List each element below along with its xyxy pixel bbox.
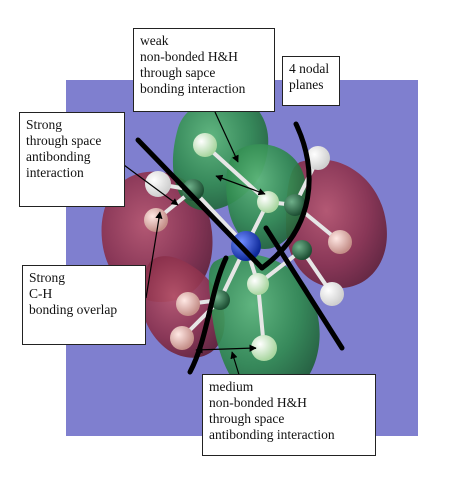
callout-weak-bonding: weak non-bonded H&H through sapce bondin… — [133, 28, 275, 112]
callout-nodal-planes: 4 nodal planes — [282, 56, 340, 106]
callout-medium-antibonding: medium non-bonded H&H through space anti… — [202, 374, 376, 456]
callout-antibonding-line-1: Strong — [26, 117, 63, 132]
atoms — [144, 133, 352, 361]
callout-strong-antibonding: Strong through space antibonding interac… — [19, 112, 125, 207]
nodal-plane-curve-2 — [187, 255, 229, 375]
nodal-plane-line-1 — [135, 137, 265, 271]
callout-medium-line-1: medium — [209, 379, 254, 394]
callout-antibonding-line-4: interaction — [26, 165, 84, 180]
callout-ch-line-2: C-H — [29, 286, 53, 301]
callout-medium-line-2: non-bonded H&H — [209, 395, 307, 410]
nodal-plane-line-2 — [263, 225, 345, 351]
callout-strong-ch: Strong C-H bonding overlap — [22, 265, 146, 345]
callout-medium-line-3: through space — [209, 411, 285, 426]
callout-ch-line-3: bonding overlap — [29, 302, 118, 317]
callout-weak-line-2: non-bonded H&H — [140, 49, 238, 64]
callout-antibonding-line-3: antibonding — [26, 149, 91, 164]
arrows — [123, 111, 266, 379]
lobe-green-bottom — [208, 254, 320, 399]
callout-weak-line-3: through sapce — [140, 65, 216, 80]
callout-nodal-line-1: 4 nodal — [289, 61, 330, 76]
callout-medium-line-4: antibonding interaction — [209, 427, 335, 442]
lobe-red-right — [286, 159, 387, 289]
callout-weak-line-4: bonding interaction — [140, 81, 246, 96]
nodal-planes — [135, 121, 345, 375]
callout-weak-line-1: weak — [140, 33, 169, 48]
callout-antibonding-line-2: through space — [26, 133, 102, 148]
callout-nodal-line-2: planes — [289, 77, 324, 92]
callout-ch-line-1: Strong — [29, 270, 66, 285]
nodal-plane-curve-1 — [259, 121, 312, 271]
